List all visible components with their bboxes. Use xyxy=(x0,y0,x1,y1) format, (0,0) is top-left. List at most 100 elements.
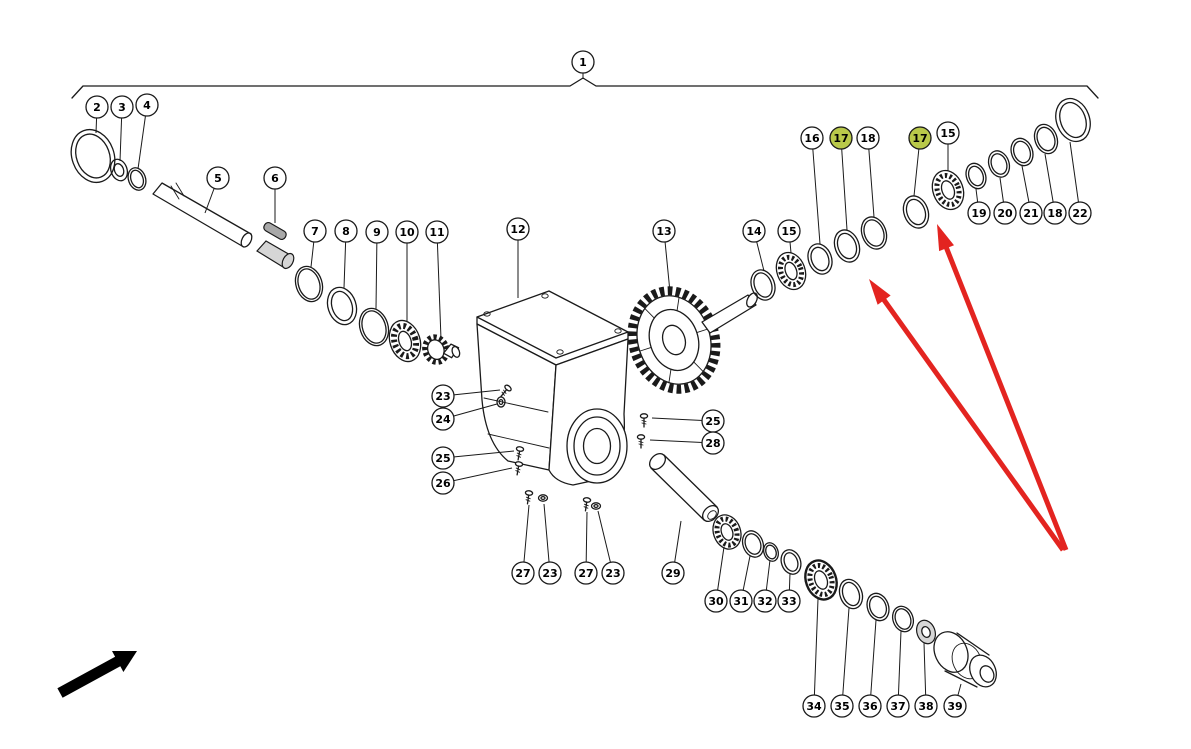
leader-line-34 xyxy=(813,598,819,707)
callout-19: 19 xyxy=(967,201,991,225)
svg-text:5: 5 xyxy=(214,172,222,185)
svg-text:4: 4 xyxy=(143,99,151,112)
part-shaft-sleeve-5 xyxy=(256,240,295,270)
callout-9: 9 xyxy=(365,220,389,244)
leader-line-37 xyxy=(897,630,902,707)
callout-3: 3 xyxy=(110,95,134,119)
callout-23: 23 xyxy=(538,561,562,585)
washer-23b xyxy=(537,494,549,502)
part-ring-8 xyxy=(326,286,358,326)
leader-line-36 xyxy=(869,619,877,707)
red-arrow-line-1 xyxy=(879,295,1066,552)
screw-27a xyxy=(523,489,534,506)
part-ring-14 xyxy=(750,269,776,301)
part-bevel-pinion-11 xyxy=(422,334,461,365)
assembly-bracket xyxy=(71,77,1099,99)
callout-21: 21 xyxy=(1019,201,1043,225)
svg-text:10: 10 xyxy=(399,226,415,239)
svg-text:25: 25 xyxy=(705,415,720,428)
washer-23c xyxy=(590,502,602,510)
svg-text:35: 35 xyxy=(834,700,849,713)
callout-13: 13 xyxy=(652,219,676,243)
part-bearing-30 xyxy=(712,514,742,550)
svg-text:7: 7 xyxy=(311,225,319,238)
svg-text:23: 23 xyxy=(605,567,620,580)
leader-line-22 xyxy=(1069,141,1081,214)
part-ring-21 xyxy=(1010,137,1034,167)
red-arrow-line-2 xyxy=(942,243,1069,551)
callout-24: 24 xyxy=(431,407,455,431)
callout-4: 4 xyxy=(135,93,159,117)
screw-28 xyxy=(636,434,646,449)
callout-23: 23 xyxy=(431,384,455,408)
svg-text:9: 9 xyxy=(373,226,381,239)
callout-18: 18 xyxy=(1043,201,1067,225)
leader-line-26 xyxy=(442,467,513,484)
callout-7: 7 xyxy=(303,219,327,243)
callout-30: 30 xyxy=(704,589,728,613)
callout-8: 8 xyxy=(334,219,358,243)
part-ring-33 xyxy=(780,549,802,575)
svg-text:12: 12 xyxy=(510,223,525,236)
svg-text:8: 8 xyxy=(342,225,350,238)
parts-illustration xyxy=(70,97,1091,688)
callout-15: 15 xyxy=(936,121,960,145)
callout-27: 27 xyxy=(574,561,598,585)
svg-text:11: 11 xyxy=(429,226,444,239)
callout-17-highlighted: 17 xyxy=(908,126,932,150)
part-bearing-15a xyxy=(775,251,807,291)
callout-38: 38 xyxy=(914,694,938,718)
callout-25: 25 xyxy=(431,446,455,470)
svg-text:24: 24 xyxy=(435,413,451,426)
callout-16: 16 xyxy=(800,126,824,150)
callout-20: 20 xyxy=(993,201,1017,225)
callout-32: 32 xyxy=(753,589,777,613)
part-washer-38 xyxy=(915,619,937,645)
callout-1: 1 xyxy=(571,50,595,74)
part-snap-ring-18b xyxy=(1033,123,1059,155)
part-ring-31 xyxy=(741,530,765,558)
callout-15: 15 xyxy=(777,219,801,243)
callout-11: 11 xyxy=(425,220,449,244)
callout-37: 37 xyxy=(886,694,910,718)
callout-10: 10 xyxy=(395,220,419,244)
part-spacer-tube-29 xyxy=(648,452,720,523)
part-snap-ring-7 xyxy=(294,265,324,303)
svg-text:14: 14 xyxy=(746,225,762,238)
callout-17-highlighted: 17 xyxy=(829,126,853,150)
svg-text:3: 3 xyxy=(118,101,126,114)
part-shaft-5 xyxy=(152,182,253,248)
svg-text:26: 26 xyxy=(435,477,451,490)
svg-text:16: 16 xyxy=(804,132,820,145)
red-arrows-layer xyxy=(869,224,1069,552)
gearbox-housing-12 xyxy=(476,290,629,486)
svg-text:31: 31 xyxy=(733,595,748,608)
leader-line-17 xyxy=(840,137,848,231)
callout-28: 28 xyxy=(701,431,725,455)
svg-text:27: 27 xyxy=(515,567,530,580)
red-arrow-head-2 xyxy=(937,224,955,252)
svg-text:30: 30 xyxy=(708,595,724,608)
svg-text:20: 20 xyxy=(997,207,1013,220)
svg-text:17: 17 xyxy=(833,132,848,145)
callout-18: 18 xyxy=(856,126,880,150)
svg-text:21: 21 xyxy=(1023,207,1038,220)
callout-25: 25 xyxy=(701,409,725,433)
svg-text:6: 6 xyxy=(271,172,279,185)
callout-29: 29 xyxy=(661,561,685,585)
svg-text:2: 2 xyxy=(93,101,101,114)
leader-line-35 xyxy=(841,607,850,707)
callout-31: 31 xyxy=(729,589,753,613)
part-snap-ring-2 xyxy=(70,128,116,184)
svg-text:32: 32 xyxy=(757,595,772,608)
part-bearing-10 xyxy=(388,319,422,363)
svg-text:34: 34 xyxy=(806,700,822,713)
svg-text:18: 18 xyxy=(1047,207,1062,220)
callout-36: 36 xyxy=(858,694,882,718)
part-ring-36 xyxy=(866,592,890,622)
callout-14: 14 xyxy=(742,219,766,243)
svg-text:15: 15 xyxy=(940,127,955,140)
part-snap-ring-18a xyxy=(860,216,888,250)
leader-line-18 xyxy=(867,137,875,218)
